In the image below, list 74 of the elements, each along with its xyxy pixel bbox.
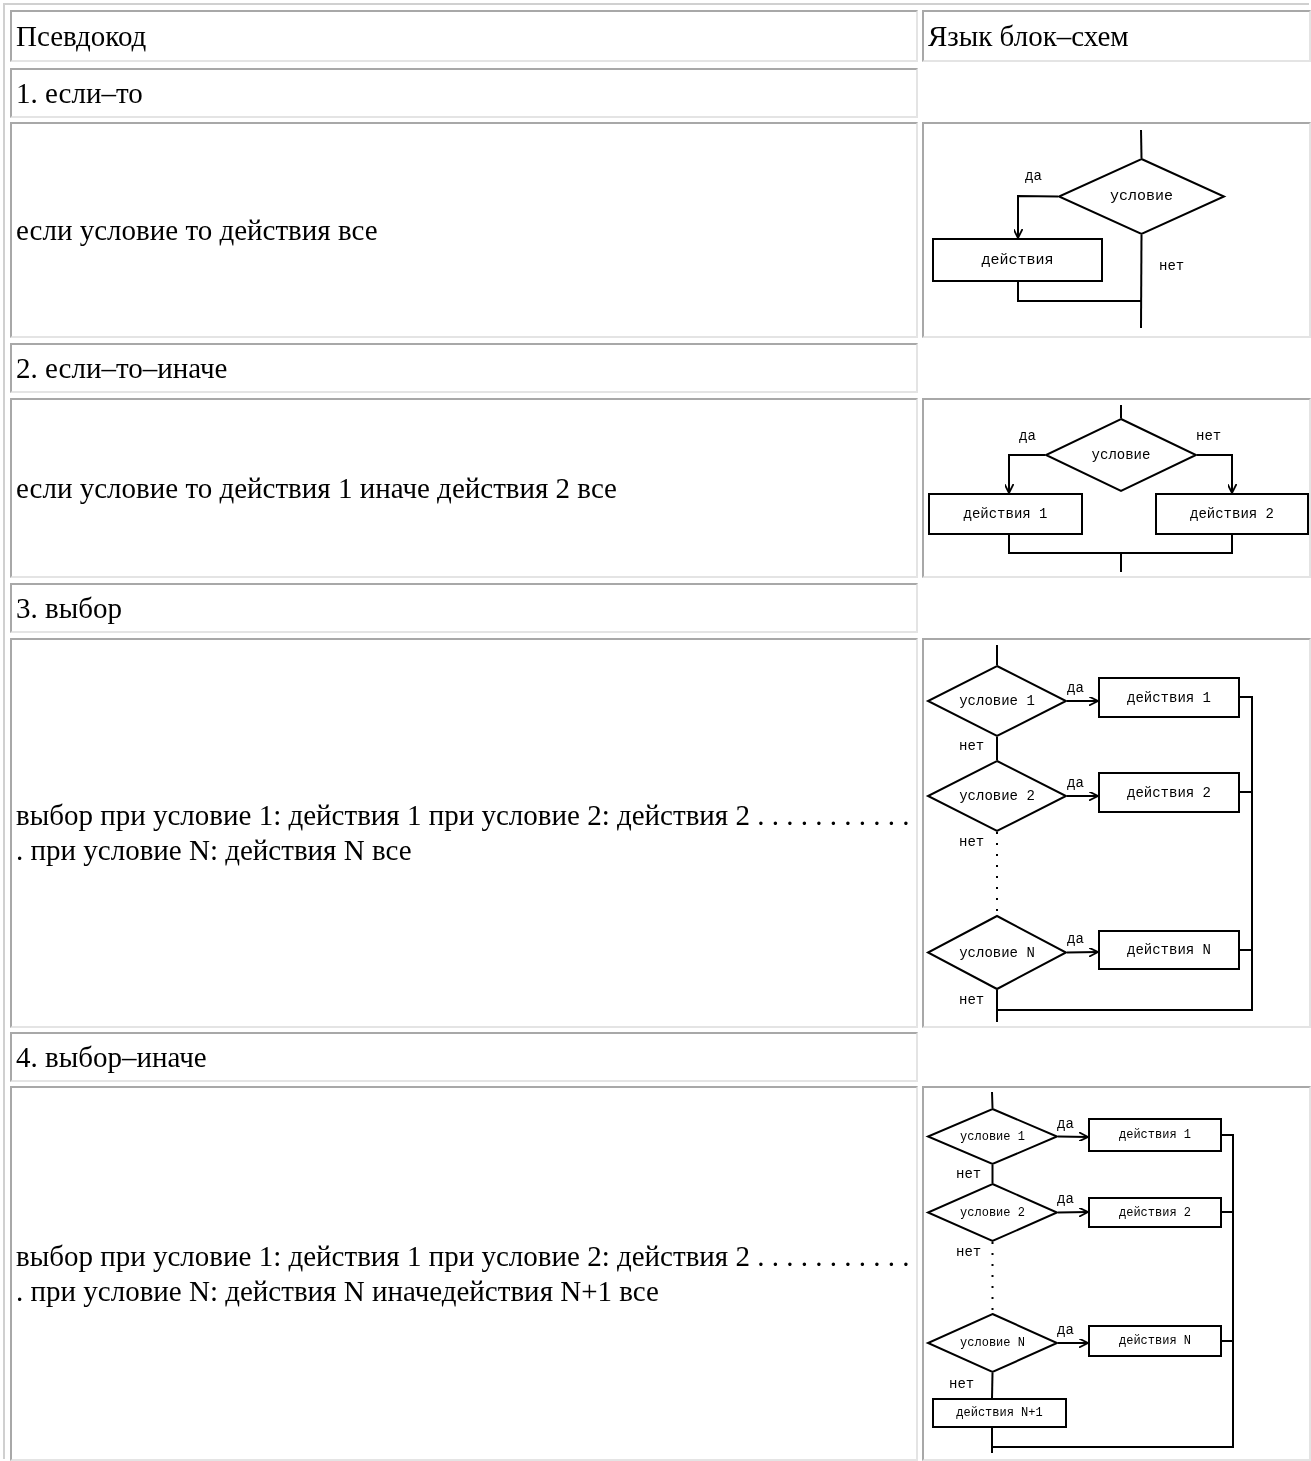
decision-diamond <box>927 915 1067 990</box>
connector-line <box>1120 404 1122 419</box>
node-label: действия N <box>1119 1334 1191 1348</box>
process-box <box>1098 930 1240 970</box>
connector-line <box>996 736 998 761</box>
connector-line <box>1140 234 1143 329</box>
process-box <box>1088 1118 1222 1152</box>
connector-line <box>1140 129 1143 159</box>
node-label: условие 2 <box>960 1205 1025 1220</box>
node-label: условие 2 <box>959 788 1035 804</box>
node-label: условие <box>1091 447 1151 463</box>
table-cell: 4. выбор–иначе <box>10 1032 918 1082</box>
arrow <box>1066 790 1099 802</box>
node-label: условие 1 <box>960 1129 1025 1144</box>
process-box <box>932 238 1103 282</box>
connector-line <box>991 1134 1234 1448</box>
connector-line <box>1239 949 1253 951</box>
decision-diamond <box>1045 418 1197 492</box>
connector-line <box>1221 1211 1234 1213</box>
process-box <box>932 1398 1067 1428</box>
table-cell: 2. если–то–иначе <box>10 343 918 393</box>
table-cell: если условие то действия все <box>10 122 918 338</box>
process-box <box>928 493 1083 535</box>
connector-line <box>996 989 998 1023</box>
arrow <box>1066 946 1099 958</box>
decision-diamond <box>927 1183 1058 1242</box>
node-label: условие N <box>960 1336 1025 1350</box>
decision-diamond <box>927 1108 1058 1165</box>
connector-line <box>991 1372 994 1399</box>
node-label: действия 1 <box>963 506 1048 522</box>
process-box <box>1155 493 1309 535</box>
table-cell: Язык блок–схем <box>922 10 1311 62</box>
connector-line <box>1120 534 1233 554</box>
node-label: условие 1 <box>959 693 1035 709</box>
connector-line <box>1221 1340 1234 1342</box>
decision-diamond <box>1058 158 1225 235</box>
arrow <box>1057 1206 1089 1218</box>
decision-diamond <box>927 1313 1058 1373</box>
node-label: действия 2 <box>1119 1205 1191 1220</box>
node-label: условие N <box>959 944 1035 961</box>
arrow <box>1066 695 1099 707</box>
arrow <box>1012 195 1059 239</box>
arrow <box>1196 454 1238 494</box>
process-box <box>1098 772 1240 813</box>
node-label: действия 2 <box>1190 506 1274 522</box>
node-label: действия N+1 <box>956 1406 1043 1420</box>
table-cell: если условие то действия 1 иначе действия 2 все <box>10 398 918 578</box>
process-box <box>1088 1197 1222 1228</box>
arrow <box>1057 1337 1089 1349</box>
connector-line <box>991 1164 994 1184</box>
process-box <box>1098 677 1240 718</box>
process-box <box>1088 1325 1222 1357</box>
node-label: действия N <box>1127 942 1211 958</box>
connector-line <box>1008 534 1122 573</box>
decision-diamond <box>927 665 1067 737</box>
node-label: условие <box>1110 188 1173 205</box>
connector-line <box>996 644 998 666</box>
table-cell: Псевдокод <box>10 10 918 62</box>
connector-line <box>991 1427 993 1454</box>
arrow <box>1003 454 1046 494</box>
connector-line <box>1239 791 1253 793</box>
node-label: действия 1 <box>1119 1128 1191 1142</box>
node-label: действия 2 <box>1127 784 1211 801</box>
connector-line <box>996 696 1253 1011</box>
table-cell: выбор при условие 1: действия 1 при условие 2: действия 2 . . . . . . . . . . . . при условие N: действия N иначедействия N+1 все <box>10 1086 918 1461</box>
arrow <box>1057 1131 1089 1143</box>
node-label: действия <box>981 251 1054 269</box>
connector-line <box>1017 281 1142 302</box>
table-cell: 3. выбор <box>10 583 918 633</box>
table-cell: 1. если–то <box>10 68 918 118</box>
table-cell: выбор при условие 1: действия 1 при условие 2: действия 2 . . . . . . . . . . . . при условие N: действия N все <box>10 638 918 1028</box>
node-label: действия 1 <box>1127 689 1211 706</box>
connector-line <box>991 1091 994 1109</box>
decision-diamond <box>927 760 1067 832</box>
